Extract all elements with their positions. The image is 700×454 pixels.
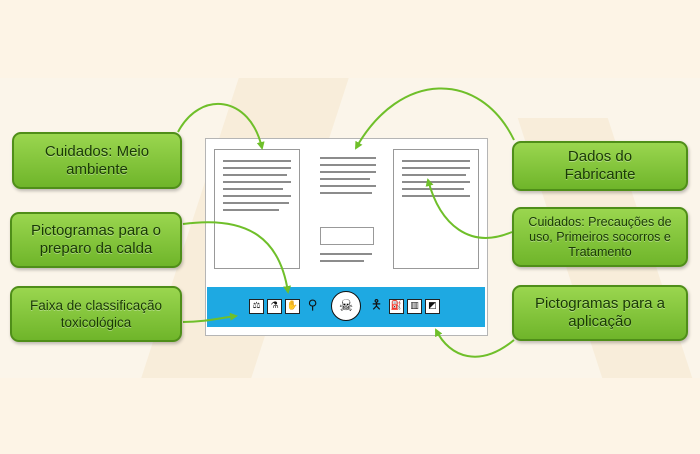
arrow-meio-ambiente	[177, 102, 265, 150]
mask-icon: ◩	[425, 299, 440, 314]
measure-icon: ⚖	[249, 299, 264, 314]
right-panel	[393, 149, 479, 269]
arrow-aplicacao	[435, 328, 515, 358]
overalls-icon: ▥	[407, 299, 422, 314]
text-line	[223, 167, 291, 169]
text-line	[402, 181, 470, 183]
text-line	[223, 195, 291, 197]
gloves-icon: ✋	[285, 299, 300, 314]
dados-fabricante-text: Dados do Fabricante	[564, 148, 636, 183]
text-line	[402, 167, 470, 169]
pictogramas-aplicacao-label: Pictogramas para a aplicação	[512, 285, 688, 341]
mix-icon: ⚗	[267, 299, 282, 314]
text-line	[320, 260, 364, 262]
person-icon: 🯅	[370, 298, 383, 313]
text-line	[223, 188, 283, 190]
skull-icon: ☠	[331, 291, 361, 321]
arrow-cuidados	[425, 178, 513, 239]
pictogramas-calda-text: Pictogramas para o preparo da calda	[30, 222, 162, 257]
cuidados-precaucoes-text: Cuidados: Precauções de uso, Primeiros s…	[528, 214, 672, 259]
faixa-toxicologica-label: Faixa de classificação toxicológica	[10, 286, 182, 342]
text-line	[320, 253, 372, 255]
text-line	[402, 188, 464, 190]
text-line	[223, 209, 279, 211]
sprayer-icon: ⛽	[389, 299, 404, 314]
arrow-dados-fabricante	[355, 87, 515, 150]
faixa-toxicologica-text: Faixa de classificação toxicológica	[29, 298, 163, 330]
text-line	[223, 181, 291, 183]
text-line	[402, 160, 470, 162]
text-line	[320, 157, 376, 159]
text-line	[320, 185, 376, 187]
arrow-faixa	[182, 312, 238, 323]
meio-ambiente-label: Cuidados: Meio ambiente	[12, 132, 182, 189]
pictogramas-aplicacao-text: Pictogramas para a aplicação	[534, 295, 666, 330]
text-line	[223, 160, 291, 162]
text-line	[320, 192, 372, 194]
toxicity-strip: ⚖ ⚗ ✋ ⚲ ☠ 🯅 ⛽ ▥ ◩	[207, 287, 485, 327]
text-line	[320, 171, 376, 173]
text-line	[223, 202, 289, 204]
text-line	[402, 195, 470, 197]
boots-icon: ⚲	[307, 298, 318, 313]
pictogramas-calda-label: Pictogramas para o preparo da calda	[10, 212, 182, 268]
brand-box	[320, 227, 374, 245]
text-line	[320, 164, 376, 166]
text-line	[320, 178, 370, 180]
arrow-pictogramas-calda	[182, 221, 292, 294]
meio-ambiente-text: Cuidados: Meio ambiente	[44, 142, 150, 178]
left-panel	[214, 149, 300, 269]
text-line	[402, 174, 466, 176]
cuidados-precaucoes-label: Cuidados: Precauções de uso, Primeiros s…	[512, 207, 688, 267]
dados-fabricante-label: Dados do Fabricante	[512, 141, 688, 191]
text-line	[223, 174, 287, 176]
